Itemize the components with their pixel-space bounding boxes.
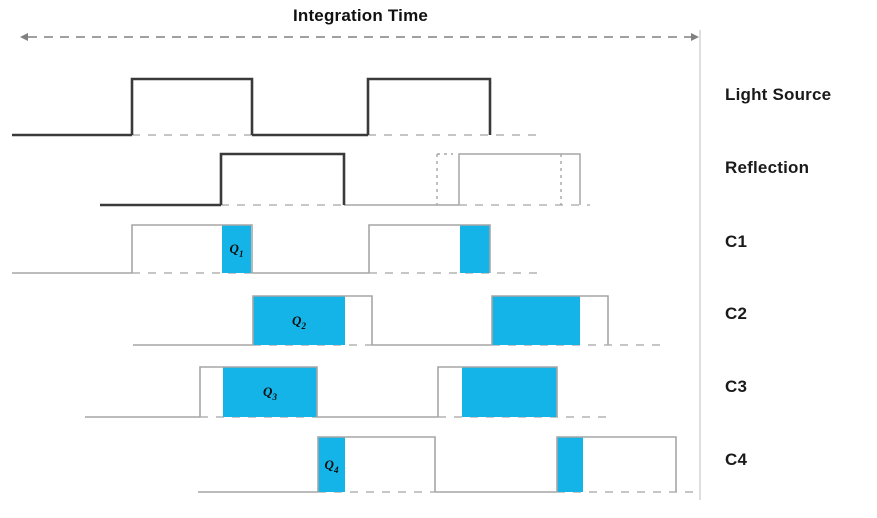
waveform-row-c3 [85, 366, 610, 418]
pulse-c1-1 [368, 224, 491, 273]
pulse-c2-1 [491, 295, 609, 345]
charge-fill-c2-1 [492, 296, 580, 345]
row-label-c2: C2 [725, 304, 748, 323]
row-label-c4: C4 [725, 450, 748, 469]
charge-fill-c1-1 [460, 225, 490, 273]
waveform-row-light-source [12, 77, 540, 137]
charge-fill-c3-0 [223, 367, 317, 417]
pulse-light-source-0 [130, 77, 254, 135]
figure-title: Integration Time [292, 6, 429, 25]
pulse-light-source-1 [366, 77, 492, 135]
row-label-c1: C1 [725, 232, 748, 251]
pulse-c2-0 [252, 295, 373, 345]
waveform-row-reflection [100, 152, 590, 207]
charge-fill-c1-0 [222, 225, 251, 273]
pulse-reflection-1 [458, 153, 581, 205]
pulse-c3-0 [199, 366, 318, 417]
row-label-reflection: Reflection [725, 158, 810, 177]
pulse-c3-1 [437, 366, 558, 417]
charge-fill-c4-0 [318, 437, 345, 492]
charge-fill-c2-0 [253, 296, 345, 345]
pulse-reflection-0 [219, 152, 346, 205]
pulse-c4-1 [556, 436, 677, 492]
row-label-light-source: Light Source [725, 85, 832, 104]
charge-fill-c3-1 [462, 367, 557, 417]
row-label-c3: C3 [725, 377, 748, 396]
waveform-rows [12, 77, 700, 493]
charge-fill-c4-1 [557, 437, 583, 492]
pulse-c4-0 [317, 436, 436, 492]
pulse-c1-0 [131, 224, 253, 273]
waveform-row-c1 [12, 224, 545, 274]
waveform-row-c4 [198, 436, 700, 493]
waveform-row-c2 [133, 295, 660, 346]
